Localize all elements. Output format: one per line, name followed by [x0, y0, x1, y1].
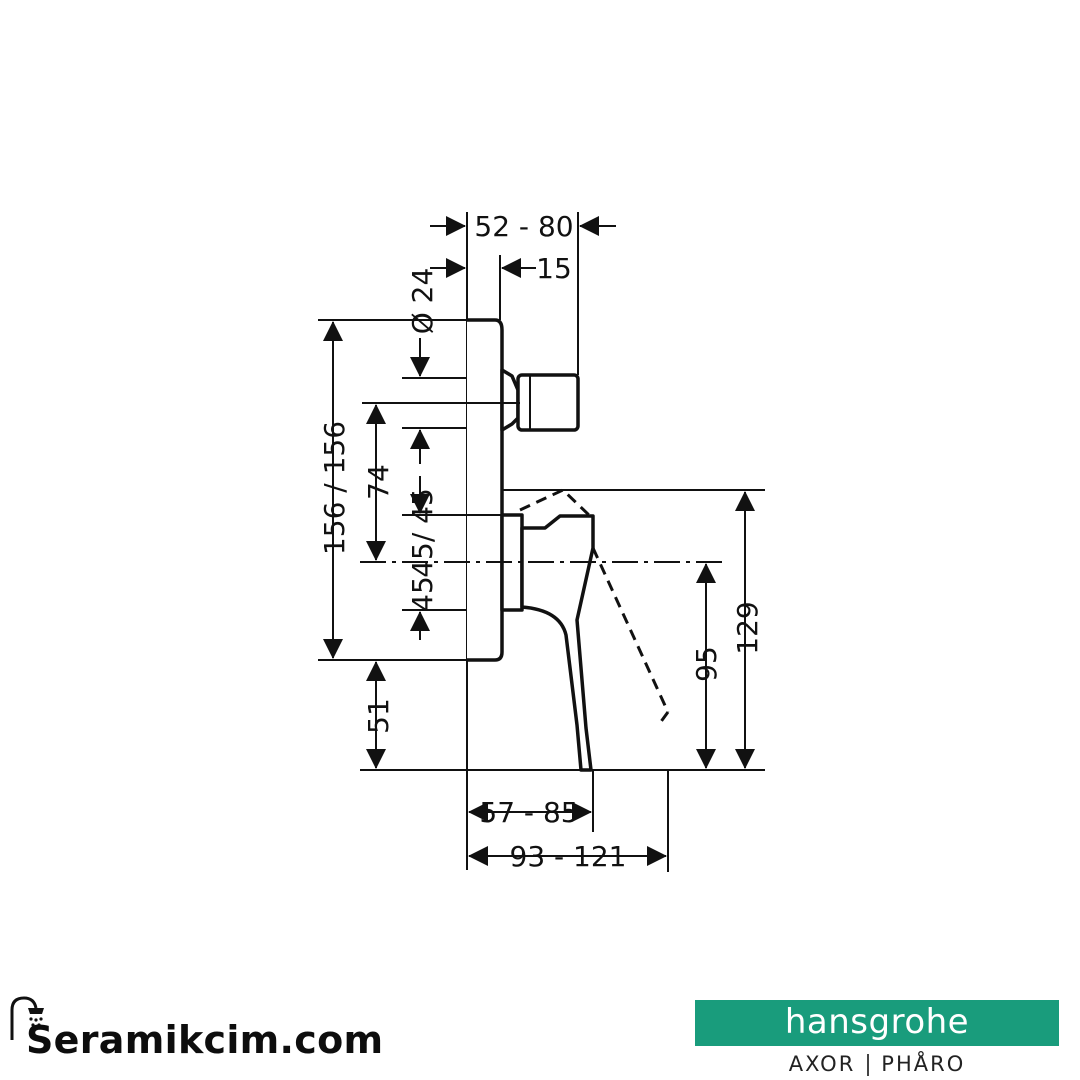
- dim-label-52-80: 52 - 80: [474, 210, 573, 243]
- dim-label-95: 95: [690, 646, 723, 682]
- sub-brand-axor: AXOR: [788, 1052, 856, 1076]
- dim-label-dia-24: Ø 24: [406, 268, 439, 335]
- site-brand: Seramikcim.com: [4, 994, 384, 1074]
- dim-label-15: 15: [536, 252, 572, 285]
- dim-label-74: 74: [362, 464, 395, 500]
- dim-label-57-85: 57 - 85: [479, 796, 578, 829]
- extension-lines: [318, 212, 765, 872]
- dim-label-129: 129: [731, 601, 764, 654]
- brand-name: hansgrohe: [695, 1000, 1059, 1046]
- dimension-labels: 52 - 80 15 Ø 24 156 / 156 74 45/ 45 45 5…: [318, 210, 764, 873]
- sub-brands: AXOR PHÅRO: [695, 1050, 1059, 1078]
- shower-icon: [10, 996, 44, 1040]
- sub-brand-pharo: PHÅRO: [881, 1052, 966, 1076]
- sub-brand-divider: [867, 1054, 870, 1076]
- dim-label-156-156: 156 / 156: [318, 421, 351, 555]
- dim-label-45: 45: [406, 576, 439, 612]
- site-name: Seramikcim.com: [26, 1018, 384, 1062]
- mixer-outline: [360, 212, 765, 870]
- dimension-arrows: [323, 216, 755, 866]
- hansgrohe-logo: hansgrohe AXOR PHÅRO: [695, 1000, 1059, 1078]
- dim-label-51: 51: [362, 698, 395, 734]
- dim-label-45-45: 45/ 45: [406, 488, 439, 578]
- dim-label-93-121: 93 - 121: [510, 840, 627, 873]
